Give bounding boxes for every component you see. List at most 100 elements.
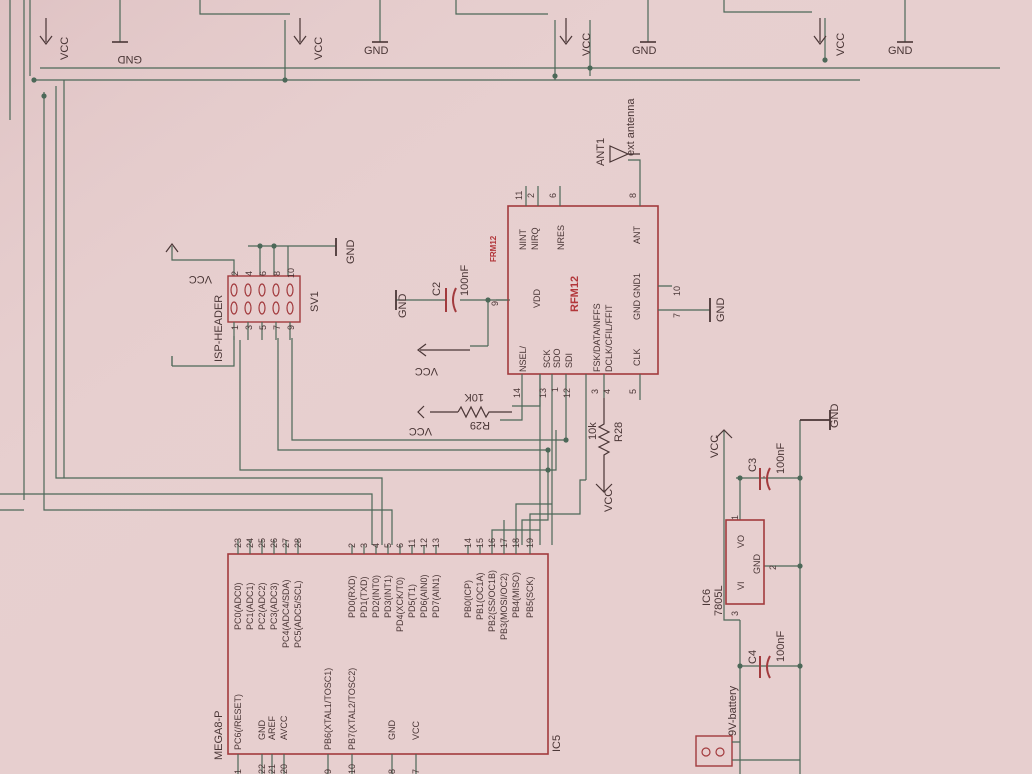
sv1-name: ISP-HEADER (213, 295, 225, 362)
rfm12-num-4: 4 (602, 389, 612, 394)
ic5-pb2: PB2(SS/OC1B) (487, 570, 497, 632)
ic5-pb5: PB5(SCK) (525, 576, 535, 618)
ic6-vcc-label: VCC (709, 435, 721, 458)
rfm12-module (496, 145, 711, 545)
rfm12-ref: FRM12 (489, 235, 498, 262)
ic6-pin-vi: VI (736, 581, 746, 590)
ic5-num-14: 14 (463, 538, 473, 548)
sv1-pin-top-1: 4 (244, 271, 254, 276)
ic6-ref: IC6 (701, 589, 713, 606)
ic5-num-3: 3 (359, 543, 369, 548)
ic6-num-1: 1 (730, 515, 740, 520)
sv1-pin-bottom-3: 7 (272, 325, 282, 330)
ic5-pb6: PB6(XTAL1/TOSC1) (323, 668, 333, 750)
ic6-num-2: 2 (768, 565, 778, 570)
r28-ref: R28 (613, 422, 625, 442)
rfm12-pin-labels: NINT NIRQ NRES ANT VDD GND1 GND NSEL/ SC… (518, 225, 642, 372)
ic5-pc0: PC0(ADC0) (233, 582, 243, 630)
sv1-pin-numbers: 2 4 6 8 10 1 3 5 7 9 (230, 268, 296, 330)
ic5-num-7: 7 (411, 769, 421, 774)
resistor-r29 (417, 405, 512, 419)
r29-value: 10K (464, 391, 484, 403)
ic5-num-2: 2 (347, 543, 357, 548)
sv1-vcc-label: VCC (189, 273, 212, 285)
battery-label: 9V-battery (727, 685, 739, 736)
sv1-pin-top-4: 10 (286, 268, 296, 278)
ic5-num-17: 17 (499, 538, 509, 548)
ic5-num-5: 5 (383, 543, 393, 548)
ic5-num-25: 25 (257, 538, 267, 548)
ic5-pd2: PD2(INT0) (371, 575, 381, 618)
ic5-num-15: 15 (475, 538, 485, 548)
ic6-gnd-label: GND (829, 404, 841, 429)
rfm12-num-5: 5 (628, 389, 638, 394)
ic5-mega8 (227, 479, 586, 774)
ic5-vcc: VCC (411, 720, 421, 740)
c2-gnd-label: GND (397, 294, 409, 319)
ic5-pb3: PB3(MOSI/OC2) (499, 573, 509, 640)
ic5-num-13: 13 (431, 538, 441, 548)
rfm12-num-6: 6 (548, 193, 558, 198)
top-vcc-symbols (39, 18, 827, 45)
ic5-pb0: PB0(ICP) (463, 580, 473, 618)
ic5-num-26: 26 (269, 538, 279, 548)
ic6-num-3: 3 (730, 611, 740, 616)
top-vcc-label-1: VCC (59, 37, 71, 60)
rfm12-pin-sck: SCK (542, 349, 552, 368)
c2-value: 100nF (459, 265, 471, 296)
c2-ref: C2 (431, 282, 443, 296)
top-gnd-label-4: GND (888, 45, 913, 57)
rfm12-pin-fsk: FSK/DATA/NFFS (592, 303, 602, 372)
rfm12-num-3: 3 (590, 389, 600, 394)
ic5-pb7: PB7(XTAL2/TOSC2) (347, 668, 357, 750)
top-strip (9, 0, 1000, 500)
ic5-pc5: PC5(ADC5/SCL) (293, 580, 303, 648)
ic5-num-23: 23 (233, 538, 243, 548)
rfm12-num-2: 2 (526, 193, 536, 198)
r28-vcc-label: VCC (603, 489, 615, 512)
c3-value: 100nF (775, 443, 787, 474)
ic5-num-8: 8 (387, 769, 397, 774)
ic5-pd0: PD0(RXD) (347, 575, 357, 618)
rfm12-num-7: 7 (672, 313, 682, 318)
sv1-ref: SV1 (309, 291, 321, 312)
rfm12-num-8: 8 (628, 193, 638, 198)
ic5-num-9: 9 (323, 769, 333, 774)
rfm12-num-13: 13 (538, 388, 548, 398)
rfm12-pin-gnd: GND (632, 300, 642, 321)
ic5-pin-numbers-top: 23 24 25 26 27 28 2 3 4 5 6 11 12 13 14 … (233, 538, 535, 548)
ic6-part: 7805L (713, 585, 725, 616)
ic5-pb4: PB4(MISO) (511, 572, 521, 618)
rfm12-num-1: 1 (550, 387, 560, 392)
r28-value: 10k (587, 422, 599, 440)
rfm12-gnd-label: GND (715, 298, 727, 323)
ic5-pb1: PB1(OC1A) (475, 572, 485, 620)
sv1-pin-top-0: 2 (230, 271, 240, 276)
rfm12-name: RFM12 (569, 276, 581, 312)
rfm12-pin-ant: ANT (632, 225, 642, 244)
rfm12-pin-sdo: SDO (552, 348, 562, 368)
ic5-pc6: PC6(/RESET) (233, 694, 243, 750)
sv1-pin-bottom-2: 5 (258, 325, 268, 330)
ic5-pd6: PD6(AIN0) (419, 574, 429, 618)
rfm12-pin-clk: CLK (632, 348, 642, 366)
resistor-r28 (595, 398, 613, 493)
c2-vcc-label: VCC (415, 365, 438, 377)
rfm12-pin-nirq: NIRQ (530, 228, 540, 251)
rfm12-pin-nres: NRES (556, 225, 566, 250)
ic5-num-4: 4 (371, 543, 381, 548)
ic6-pin-vo: VO (736, 535, 746, 548)
rfm12-pin-nint: NINT (518, 229, 528, 250)
sv1-gnd-label: GND (345, 240, 357, 265)
top-strip-junctions (31, 57, 828, 83)
ic5-part: MEGA8-P (213, 710, 225, 760)
c4-ref: C4 (747, 650, 759, 664)
sv1-pin-top-3: 8 (272, 271, 282, 276)
ic5-pc2: PC2(ADC2) (257, 582, 267, 630)
ic5-gnd-b: GND (387, 720, 397, 741)
rfm12-pin-dclk: DCLK/CFIL/FFIT (604, 304, 614, 372)
ic5-pin-numbers-bottom: 1 22 21 20 9 10 8 7 (233, 764, 421, 774)
sv1-isp-header (165, 238, 337, 340)
